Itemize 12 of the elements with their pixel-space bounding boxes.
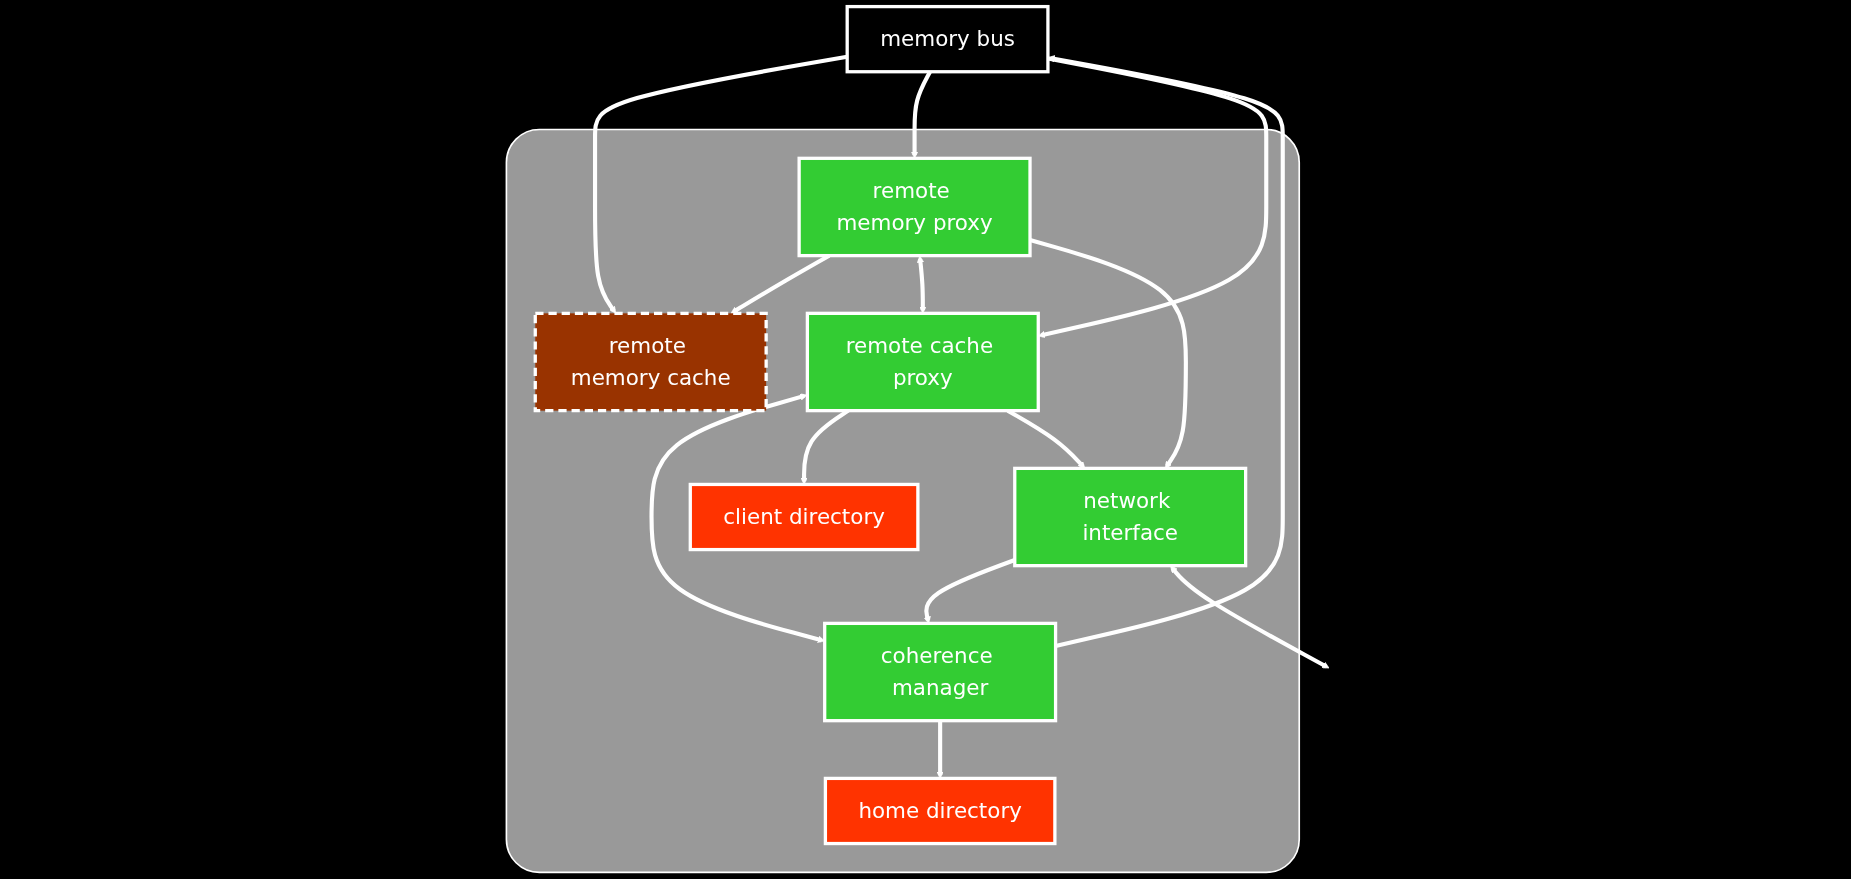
node-box: coherence manager xyxy=(823,621,1058,723)
arrow xyxy=(1170,565,1330,669)
arrow xyxy=(936,720,944,779)
node-box: home directory xyxy=(823,776,1057,846)
cluster xyxy=(505,128,1301,874)
arrow xyxy=(916,255,927,314)
node-box: remote cache proxy xyxy=(805,311,1040,413)
node-box: remote memory proxy xyxy=(797,156,1032,258)
node-box: client directory xyxy=(688,482,920,552)
node-box: remote memory cache xyxy=(533,311,768,413)
node-box: network interface xyxy=(1013,466,1248,568)
node-box: memory bus xyxy=(845,4,1050,74)
